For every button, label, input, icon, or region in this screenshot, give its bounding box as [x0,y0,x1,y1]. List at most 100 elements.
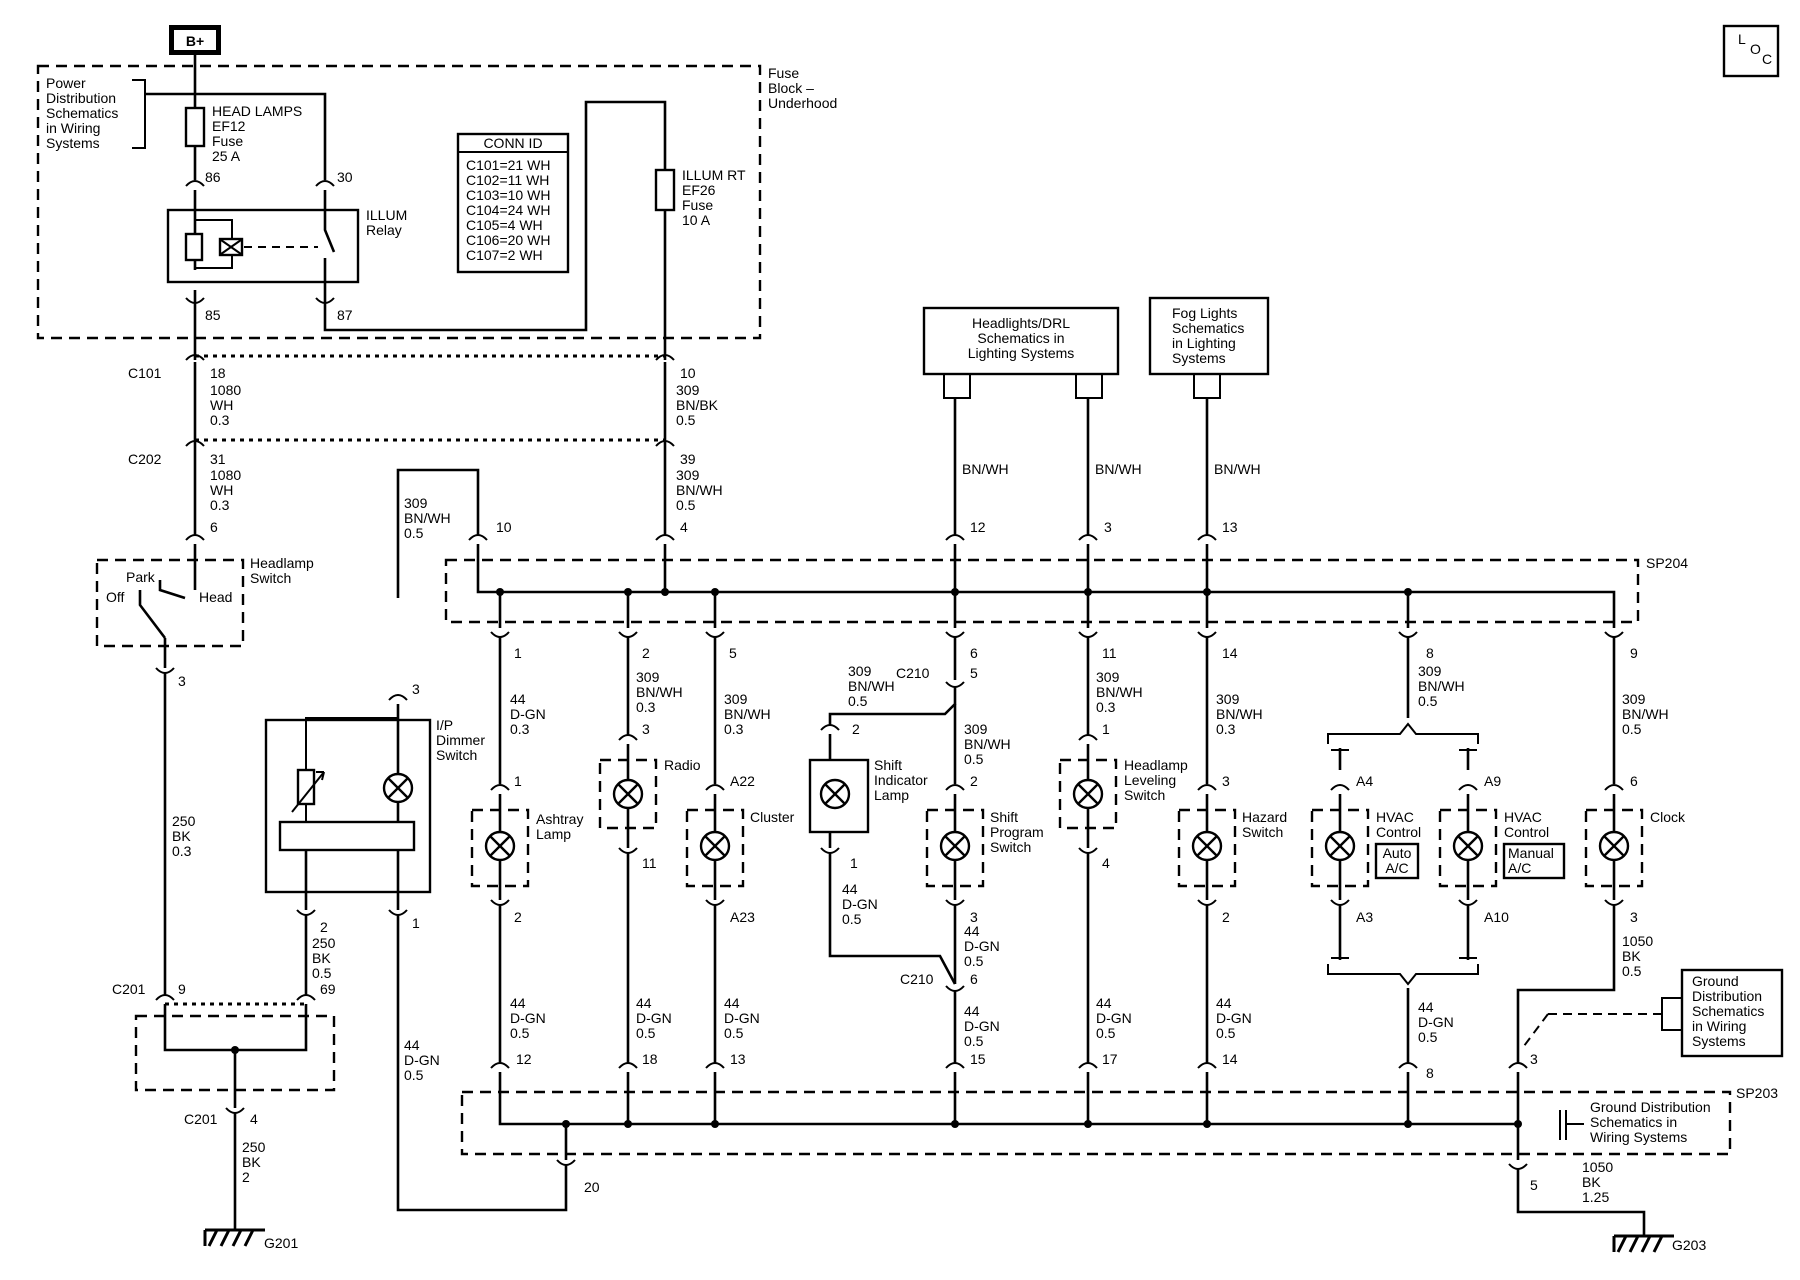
hvac-manual-out-pin: A10 [1484,909,1509,925]
conn-id-row: C104=24 WH [466,202,550,218]
wire-label: 0.3 [1216,721,1236,737]
wire-label: 0.5 [1622,963,1642,979]
clock-sp-pin: 9 [1630,645,1638,661]
wire-label: 309 [1216,691,1240,707]
wire-label: BN/WH [962,461,1009,477]
wire-label: 1050 [1582,1159,1613,1175]
foglights-ref-4: Systems [1172,350,1226,366]
c210-bottom-label: C210 [900,971,934,987]
conn-id-row: C107=2 WH [466,247,543,263]
relay-pin-85: 85 [205,307,221,323]
wire-label: 0.5 [404,1067,424,1083]
dimmer-label-2: Dimmer [436,732,485,748]
relay-label-1: ILLUM [366,207,407,223]
supply-label: B+ [186,33,204,49]
g203-pin5: 5 [1530,1177,1538,1193]
conn-id-table: CONN ID C101=21 WH C102=11 WH C103=10 WH… [456,132,570,274]
relay-pin-87: 87 [337,307,353,323]
radio-sp-pin: 2 [642,645,650,661]
fuse-block-outline [36,64,762,340]
wire-label: 0.5 [724,1025,744,1041]
hazard-lamp-icon [1191,830,1223,862]
headlamp-switch [95,558,245,648]
wire-label: 0.5 [1216,1025,1236,1041]
ground-ref-5: Systems [1692,1033,1746,1049]
shift-program-label-2: Program [990,824,1044,840]
wire-label: 1050 [1622,933,1653,949]
wire-label: BK [312,950,331,966]
c101-pin: 18 [210,365,226,381]
wire-label: 0.5 [312,965,332,981]
c201-top-label: C201 [112,981,146,997]
shift-indicator-label-1: Shift [874,757,902,773]
wire-label: 2 [242,1169,250,1185]
headlamp-switch-pin6: 6 [210,519,218,535]
wire-label: BN/WH [1214,461,1261,477]
shift-program-gnd-pin: 15 [970,1051,986,1067]
wire-label: 250 [312,935,336,951]
shift-program-sp-pin: 6 [970,645,978,661]
cluster-gnd-pin: 13 [730,1051,746,1067]
wire-label: 0.5 [1418,1029,1438,1045]
dimmer-lamp-icon [382,772,414,804]
wire-label: 0.3 [724,721,744,737]
ground-ref-1: Ground [1692,973,1739,989]
headlamp-switch-out-pin: 3 [178,673,186,689]
leveling-gnd-pin: 17 [1102,1051,1118,1067]
hvac-manual-label-2: Control [1504,824,1549,840]
hvac-manual-variant-2: A/C [1508,860,1531,876]
wire-label: 0.5 [964,953,984,969]
wire-label: D-GN [1418,1014,1454,1030]
hvac-gnd-pin: 8 [1426,1065,1434,1081]
wire-label: 0.3 [172,843,192,859]
wire-label: 309 [964,721,988,737]
sp204-pin13: 13 [1222,519,1238,535]
shift-indicator-label-3: Lamp [874,787,909,803]
leveling-out-pin: 4 [1102,855,1110,871]
power-ref-5: Systems [46,135,100,151]
headlights-ref-3: Lighting Systems [968,345,1075,361]
loc-l: L [1738,31,1746,47]
wire-label: 0.3 [1096,699,1116,715]
foglights-ref-box: Fog Lights Schematics in Lighting System… [1148,296,1270,399]
wire-label: 44 [842,881,858,897]
sp203-ground-ref: Ground Distribution Schematics in Wiring… [1559,1099,1711,1145]
wire-label: 309 [724,691,748,707]
illum-rt-label-4: 10 A [682,212,711,228]
hazard-label-2: Switch [1242,824,1283,840]
wire-label: 44 [1418,999,1434,1015]
hvac-auto-in-pin: A4 [1356,773,1373,789]
hvac-auto-out-pin: A3 [1356,909,1373,925]
dimmer-pin69: 69 [320,981,336,997]
clock-in-pin: 6 [1630,773,1638,789]
sp204-pin3: 3 [1104,519,1112,535]
fuse-block-label-1: Fuse [768,65,799,81]
supply-block: B+ [169,25,221,55]
ground-ref-2: Distribution [1692,988,1762,1004]
ashtray-in-pin: 1 [514,773,522,789]
cluster-sp-pin: 5 [729,645,737,661]
wire-label: 250 [172,813,196,829]
power-ref-4: in Wiring [46,120,100,136]
sp203-junctions [562,1120,1522,1128]
headlamp-switch-label-1: Headlamp [250,555,314,571]
illum-rt-fuse [654,168,676,212]
wire-label: 0.5 [964,1033,984,1049]
wire-label: BN/WH [1216,706,1263,722]
wire-label: 0.5 [510,1025,530,1041]
wire-label: D-GN [636,1010,672,1026]
hvac-sp-pin: 8 [1426,645,1434,661]
wire-label: 0.5 [1622,721,1642,737]
wire-label: 1080 [210,467,241,483]
wire-label: BK [172,828,191,844]
wire-label: BN/WH [1418,678,1465,694]
sp203-ref-2: Schematics in [1590,1114,1677,1130]
radio-label: Radio [664,757,701,773]
wire-label: BN/WH [636,684,683,700]
wire-label: 0.5 [676,412,696,428]
headlamp-switch-head: Head [199,589,232,605]
hazard-sp-pin: 14 [1222,645,1238,661]
hvac-manual-in-pin: A9 [1484,773,1501,789]
sp203-ref-1: Ground Distribution [1590,1099,1711,1115]
clock-out-pin: 3 [1630,909,1638,925]
